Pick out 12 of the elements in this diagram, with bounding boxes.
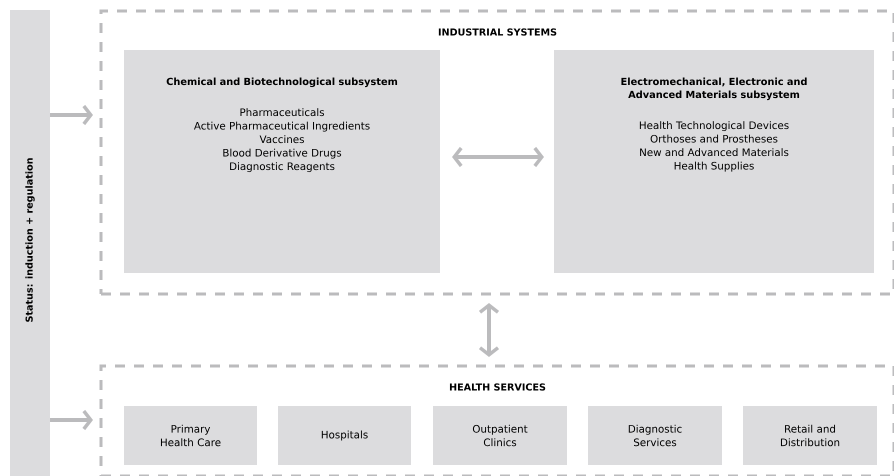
service-box: Diagnostic Services (588, 406, 722, 465)
arrow (452, 146, 544, 168)
service-box: Hospitals (278, 406, 411, 465)
service-box: Primary Health Care (124, 406, 257, 465)
arrow (50, 410, 94, 430)
arrow (478, 303, 500, 357)
subsystem-box: Electromechanical, Electronic and Advanced Materials subsystem Health Technological Devices Orthoses and Prostheses New and Advanced Materials Health Supplies (554, 50, 874, 273)
arrow (50, 104, 94, 126)
service-box: Retail and Distribution (743, 406, 877, 465)
status-bar: Status: induction + regulation (10, 10, 50, 476)
service-box: Outpatient Clinics (433, 406, 567, 465)
subsystem-box: Chemical and Biotechnological subsystem Pharmaceuticals Active Pharmaceutical Ingredients Vaccines Blood Derivative Drugs Diagnostic Reagents (124, 50, 440, 273)
